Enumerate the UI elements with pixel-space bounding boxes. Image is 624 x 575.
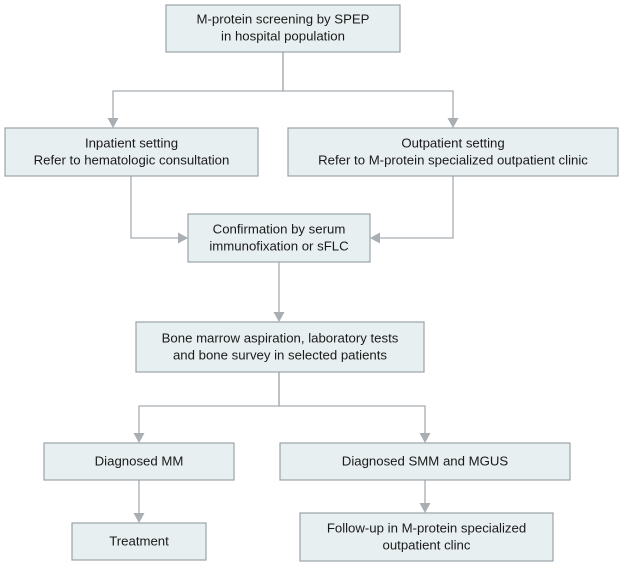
- edge-bone-marrow-to-diagnosed-mm: [133, 372, 280, 443]
- node-label-line2: immunofixation or sFLC: [209, 238, 349, 253]
- edge-diagnosed-smm-mgus-to-follow-up: [419, 480, 431, 513]
- node-label-line1: Bone marrow aspiration, laboratory tests: [162, 330, 399, 345]
- edge-path: [130, 176, 180, 239]
- node-label-line1: Diagnosed SMM and MGUS: [342, 453, 509, 468]
- node-follow-up: Follow-up in M-protein specialized outpa…: [299, 512, 554, 562]
- node-bone-marrow: Bone marrow aspiration, laboratory tests…: [135, 321, 425, 373]
- node-label-line1: Confirmation by serum: [213, 221, 346, 236]
- edge-screening-to-outpatient: [282, 52, 459, 128]
- arrow-head-icon: [370, 232, 380, 244]
- arrow-head-icon: [107, 118, 119, 128]
- arrow-head-icon: [133, 513, 145, 523]
- node-inpatient: Inpatient setting Refer to hematologic c…: [4, 127, 259, 177]
- node-box: [43, 442, 235, 481]
- arrow-head-icon: [419, 503, 431, 513]
- node-screening: M-protein screening by SPEP in hospital …: [165, 4, 401, 53]
- node-box: [135, 321, 425, 373]
- node-label-line2: Refer to M-protein specialized outpatien…: [318, 152, 588, 167]
- edge-path: [282, 52, 454, 120]
- arrow-head-icon: [419, 433, 431, 443]
- node-label-line1: Inpatient setting: [85, 135, 178, 150]
- node-label-line1: Outpatient setting: [401, 135, 504, 150]
- node-label-line1: M-protein screening by SPEP: [197, 11, 370, 26]
- node-box: [165, 4, 401, 53]
- edge-outpatient-to-confirmation: [370, 176, 454, 244]
- edge-path: [112, 52, 284, 120]
- edge-bone-marrow-to-diagnosed-smm-mgus: [278, 372, 431, 443]
- node-label-line2: outpatient clinc: [383, 537, 471, 552]
- node-label-line1: Follow-up in M-protein specialized: [327, 520, 526, 535]
- node-label-line2: and bone survey in selected patients: [173, 347, 387, 362]
- node-box: [4, 127, 259, 177]
- arrow-head-icon: [178, 232, 188, 244]
- edge-path: [278, 372, 426, 435]
- node-box: [71, 522, 207, 561]
- edge-confirmation-to-bone-marrow: [273, 262, 285, 322]
- node-diagnosed-mm: Diagnosed MM: [43, 442, 235, 481]
- node-box: [187, 213, 371, 263]
- node-confirmation: Confirmation by serum immunofixation or …: [187, 213, 371, 263]
- node-label-line1: Diagnosed MM: [95, 453, 184, 468]
- node-diagnosed-smm-mgus: Diagnosed SMM and MGUS: [279, 442, 571, 481]
- edge-screening-to-inpatient: [107, 52, 284, 128]
- node-treatment: Treatment: [71, 522, 207, 561]
- edge-path: [138, 372, 280, 435]
- edge-inpatient-to-confirmation: [130, 176, 188, 244]
- node-box: [299, 512, 554, 562]
- edge-diagnosed-mm-to-treatment: [133, 480, 145, 523]
- node-label-line2: Refer to hematologic consultation: [34, 152, 230, 167]
- arrow-head-icon: [133, 433, 145, 443]
- node-label-line2: in hospital population: [221, 28, 345, 43]
- node-outpatient: Outpatient setting Refer to M-protein sp…: [287, 127, 619, 177]
- arrow-head-icon: [447, 118, 459, 128]
- edge-path: [378, 176, 454, 239]
- node-label-line1: Treatment: [109, 533, 169, 548]
- connector-group: [107, 52, 459, 523]
- node-box: [287, 127, 619, 177]
- node-box: [279, 442, 571, 481]
- arrow-head-icon: [273, 312, 285, 322]
